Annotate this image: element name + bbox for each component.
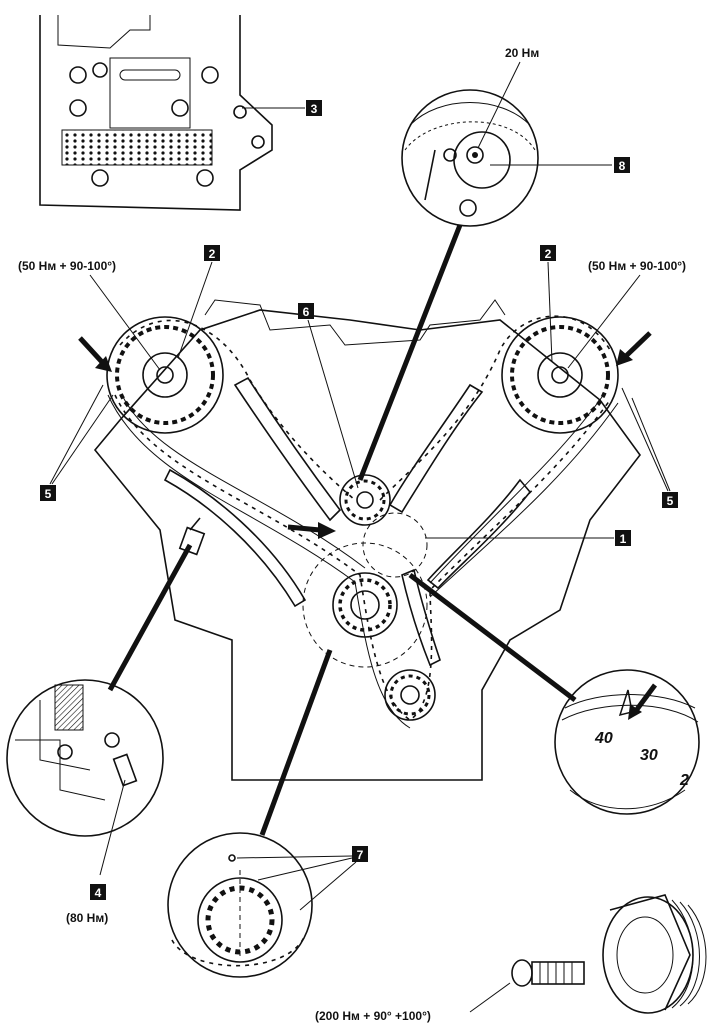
leader-line-inset-8 <box>357 224 463 481</box>
callout-badge-1 <box>615 530 631 546</box>
crankshaft-sprocket <box>332 572 398 638</box>
inset-crank-scale <box>554 669 700 815</box>
engine-cover-top <box>204 299 506 346</box>
callout-badge-6 <box>298 303 314 319</box>
torque-label-cam-right: (50 Нм + 90-100°) <box>588 259 686 273</box>
intermediate-sprocket <box>339 474 391 526</box>
callout-label-7: 7 <box>357 848 364 862</box>
arrow-icon-center <box>287 522 336 539</box>
torque-label-tensioner-plug: (80 Нм) <box>66 911 108 925</box>
callout-badge-4 <box>90 884 106 900</box>
leader-line-inset-7 <box>259 649 333 836</box>
callout-badge-2-left <box>204 245 220 261</box>
inset-cam-bolt-detail <box>401 61 612 227</box>
callout-label-1: 1 <box>620 532 627 546</box>
tensioner-plug <box>178 517 206 556</box>
scale-mark-30: 30 <box>640 747 658 764</box>
torque-label-cam-center-bolt: 20 Нм <box>505 46 539 60</box>
torque-label-crank-bolt: (200 Нм + 90° +100°) <box>315 1009 431 1023</box>
callout-label-4: 4 <box>95 886 102 900</box>
callout-badge-5-right <box>662 492 678 508</box>
inset-tensioner-plug <box>6 679 164 876</box>
inset-cylinder-head <box>39 15 305 211</box>
oil-pump-sprocket <box>384 669 436 721</box>
timing-chain <box>107 315 619 729</box>
camshaft-sprocket-right <box>501 316 619 434</box>
chain-guide-right-lower <box>426 478 532 590</box>
timing-mark-zone <box>362 512 428 578</box>
arrow-icon-left-cam <box>78 336 112 372</box>
callout-label-2-left: 2 <box>209 247 216 261</box>
scale-mark-2: 2 <box>679 772 689 789</box>
scale-mark-40: 40 <box>594 730 613 747</box>
callout-label-3: 3 <box>311 102 318 116</box>
callout-label-5-left: 5 <box>45 487 52 501</box>
arrow-icon-right-cam <box>616 331 652 366</box>
leader-line-inset-scale <box>408 573 577 702</box>
crank-pulley-hub <box>602 894 707 1014</box>
callout-badge-3 <box>306 100 322 116</box>
callout-label-5-right: 5 <box>667 494 674 508</box>
callout-badge-5-left <box>40 485 56 501</box>
callout-badge-2-right <box>540 245 556 261</box>
inset-crank-sprocket-marks <box>167 832 313 978</box>
leader-line-inset-4 <box>107 543 193 692</box>
crank-detail-zone <box>302 542 428 668</box>
callout-label-8: 8 <box>619 159 626 173</box>
chain-guide-center <box>401 568 441 667</box>
callout-label-6: 6 <box>303 305 310 319</box>
callout-badge-7 <box>352 846 368 862</box>
chain-guide-right-upper <box>388 383 484 514</box>
engine-block-outline <box>93 309 641 781</box>
camshaft-sprocket-left <box>106 316 224 434</box>
callout-label-2-right: 2 <box>545 247 552 261</box>
callout-badge-8 <box>614 157 630 173</box>
crank-bolt <box>469 959 585 1013</box>
chain-tensioner-rail-left <box>163 468 307 608</box>
torque-label-cam-left: (50 Нм + 90-100°) <box>18 259 116 273</box>
chain-guide-left-upper <box>233 376 342 522</box>
